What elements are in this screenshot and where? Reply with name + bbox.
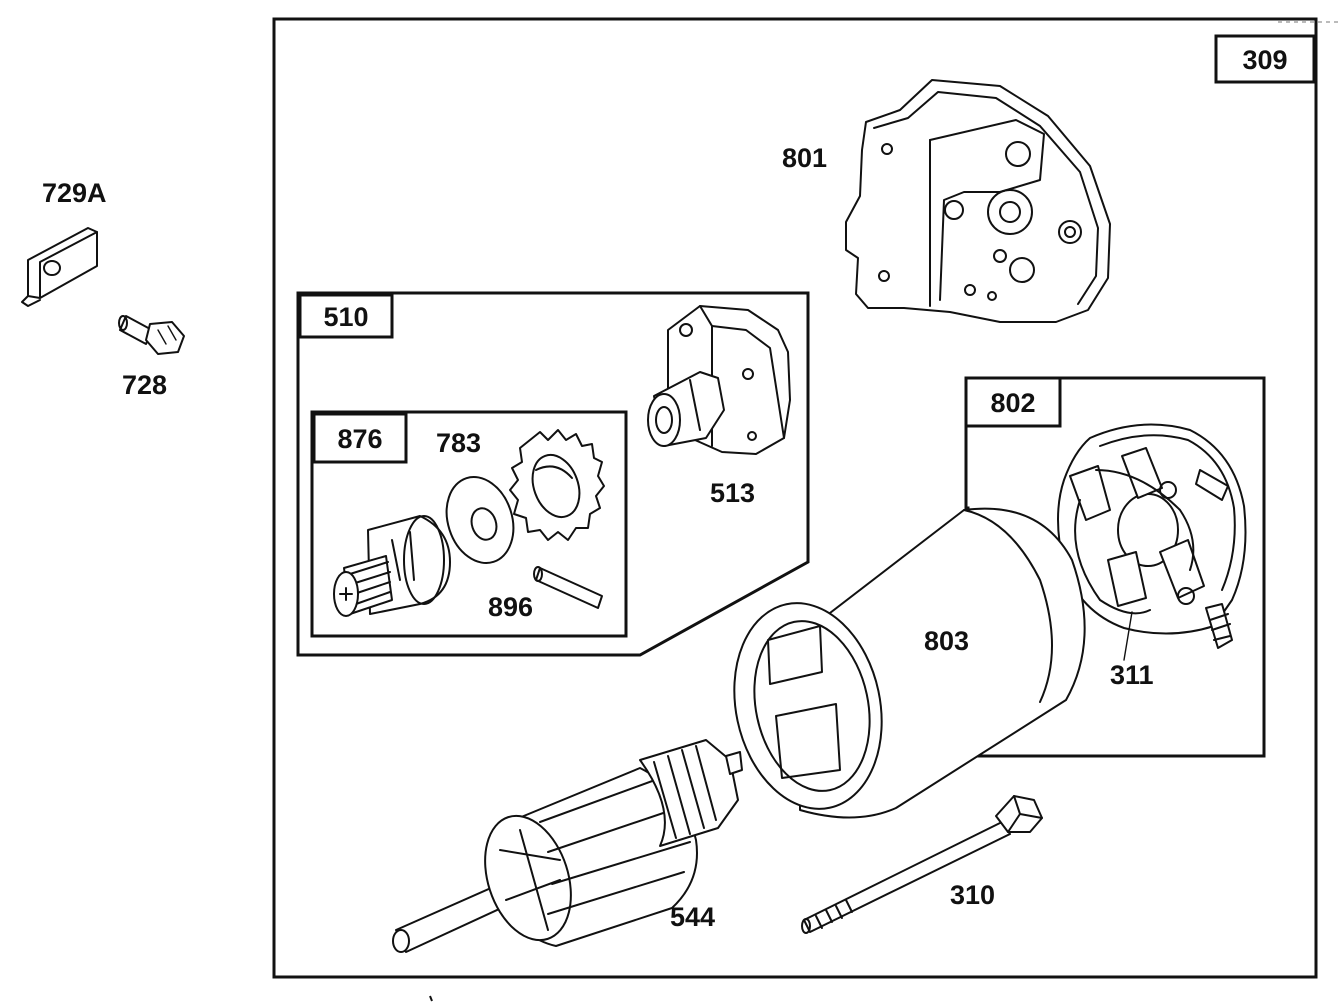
kit-frame-876 <box>310 410 628 638</box>
label-513: 513 <box>710 478 755 508</box>
label-311: 311 <box>1110 660 1154 690</box>
label-310: 310 <box>950 880 995 910</box>
label-876: 876 <box>337 424 382 454</box>
label-783: 783 <box>436 428 481 458</box>
through-bolt-310 <box>801 795 1043 934</box>
label-728: 728 <box>122 370 167 400</box>
label-309: 309 <box>1242 45 1287 75</box>
drive-housing-513 <box>647 305 791 455</box>
badge-510: 510 <box>298 293 394 339</box>
brush-plate-802 <box>1057 423 1247 649</box>
badge-309: 309 <box>1214 34 1316 84</box>
bolt-728 <box>118 315 185 355</box>
drive-clutch-876 <box>333 515 451 617</box>
label-801: 801 <box>782 143 827 173</box>
pinion-gear-783 <box>509 429 605 541</box>
kit-frame-510 <box>296 291 810 657</box>
badge-802: 802 <box>964 376 1062 428</box>
label-802: 802 <box>990 388 1035 418</box>
roll-pin-896 <box>533 566 603 609</box>
end-plate-801 <box>845 79 1111 323</box>
stray-mark <box>429 995 433 1002</box>
label-544: 544 <box>670 902 715 932</box>
label-510: 510 <box>323 302 368 332</box>
motor-housing-803 <box>733 507 1086 819</box>
assembly-frame-309 <box>272 17 1318 979</box>
badge-876: 876 <box>312 412 408 464</box>
label-896: 896 <box>488 592 533 622</box>
washer-783 <box>445 476 515 564</box>
armature-544 <box>392 739 743 953</box>
leader-311 <box>1123 611 1133 661</box>
label-729a: 729A <box>42 178 107 208</box>
bracket-729a <box>21 227 98 307</box>
label-803: 803 <box>924 626 969 656</box>
